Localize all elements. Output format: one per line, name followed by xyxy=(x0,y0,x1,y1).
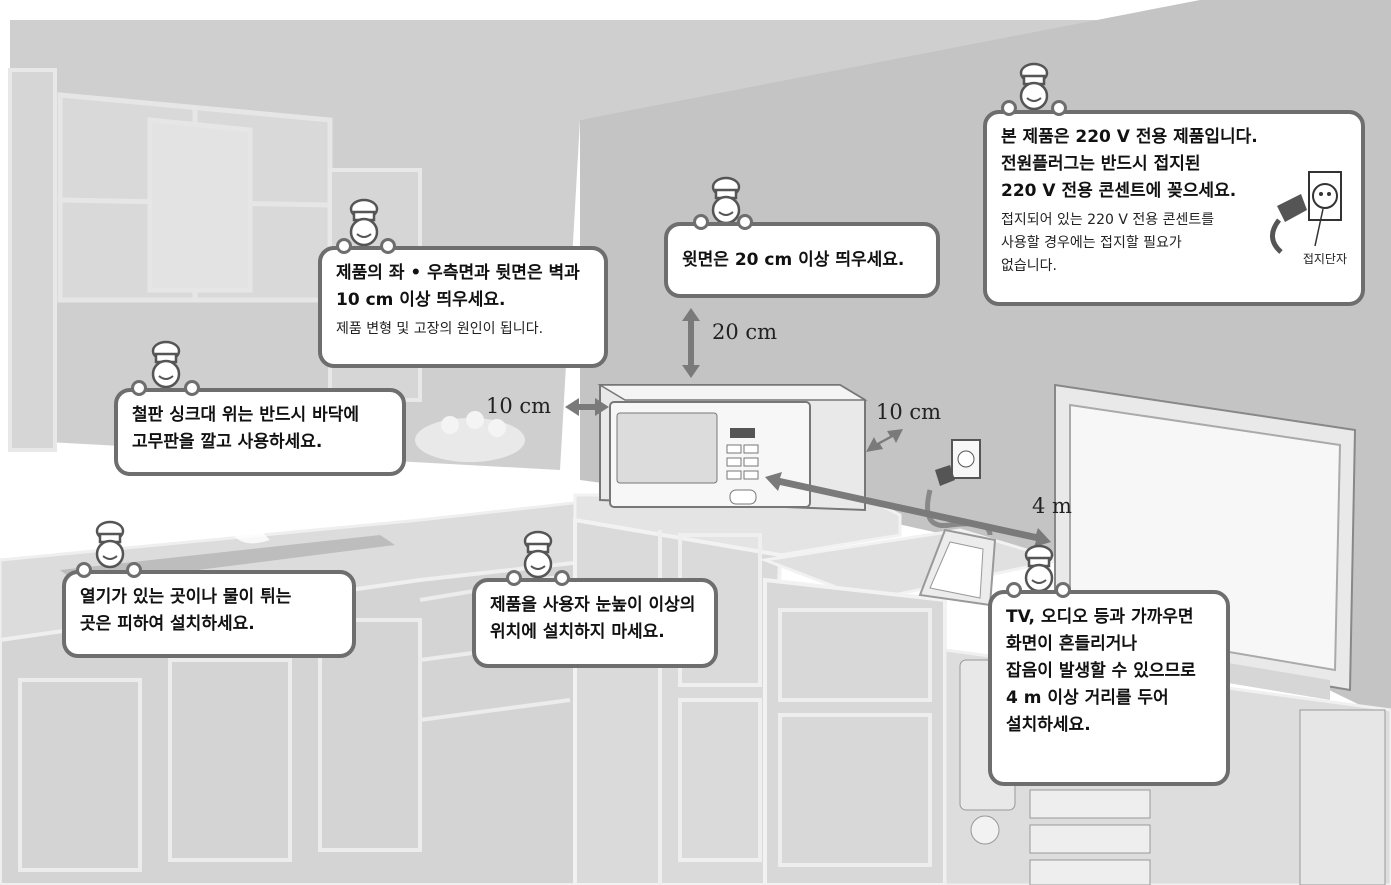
ground-terminal-label: 접지단자 xyxy=(1303,250,1347,267)
bubble-hook xyxy=(506,570,522,586)
bubble-hook xyxy=(131,380,147,396)
bubble-hook xyxy=(126,562,142,578)
grounded-plug-icon xyxy=(1257,164,1347,264)
callout-power: 본 제품은 220 V 전용 제품입니다. 전원플러그는 반드시 접지된 220… xyxy=(983,110,1365,306)
bubble-hook xyxy=(1055,582,1071,598)
bubble-hook xyxy=(554,570,570,586)
chef-mascot-icon xyxy=(140,338,192,390)
callout-side-clearance: 제품의 좌 • 우측면과 뒷면은 벽과 10 cm 이상 띄우세요. 제품 변형… xyxy=(318,246,608,368)
bubble-hook xyxy=(737,214,753,230)
bubble-hook xyxy=(693,214,709,230)
bubble-hook xyxy=(380,238,396,254)
callout-top-title: 윗면은 20 cm 이상 띄우세요. xyxy=(682,247,904,274)
callout-side-title: 제품의 좌 • 우측면과 뒷면은 벽과 10 cm 이상 띄우세요. xyxy=(336,260,590,314)
callout-power-note: 접지되어 있는 220 V 전용 콘센트를 사용할 경우에는 접지할 필요가 없… xyxy=(1001,209,1261,278)
callout-eye-level: 제품을 사용자 눈높이 이상의 위치에 설치하지 마세요. xyxy=(472,578,718,668)
callout-side-note: 제품 변형 및 고장의 원인이 됩니다. xyxy=(336,318,590,341)
bubble-hook xyxy=(1051,100,1067,116)
tv-distance-label: 4 m xyxy=(1032,494,1072,518)
bubble-hook xyxy=(1006,582,1022,598)
bubble-hook xyxy=(184,380,200,396)
callout-height-title: 제품을 사용자 눈높이 이상의 위치에 설치하지 마세요. xyxy=(490,592,700,646)
callout-sink-title: 철판 싱크대 위는 반드시 바닥에 고무판을 깔고 사용하세요. xyxy=(132,402,388,456)
callout-heat: 열기가 있는 곳이나 물이 튀는 곳은 피하여 설치하세요. xyxy=(62,570,356,658)
left-clearance-label: 10 cm xyxy=(486,394,551,418)
callout-sink: 철판 싱크대 위는 반드시 바닥에 고무판을 깔고 사용하세요. xyxy=(114,388,406,476)
bubble-hook xyxy=(76,562,92,578)
callout-top-clearance: 윗면은 20 cm 이상 띄우세요. xyxy=(664,222,940,298)
chef-mascot-icon xyxy=(84,518,136,570)
callout-tv-distance: TV, 오디오 등과 가까우면 화면이 흔들리거나 잡음이 발생할 수 있으므로… xyxy=(988,590,1230,786)
callout-tv-title: TV, 오디오 등과 가까우면 화면이 흔들리거나 잡음이 발생할 수 있으므로… xyxy=(1006,604,1212,739)
bubble-hook xyxy=(336,238,352,254)
right-clearance-label: 10 cm xyxy=(876,400,941,424)
window xyxy=(60,95,330,300)
bubble-hook xyxy=(1001,100,1017,116)
top-clearance-label: 20 cm xyxy=(712,320,777,344)
callout-heat-title: 열기가 있는 곳이나 물이 튀는 곳은 피하여 설치하세요. xyxy=(80,584,338,638)
